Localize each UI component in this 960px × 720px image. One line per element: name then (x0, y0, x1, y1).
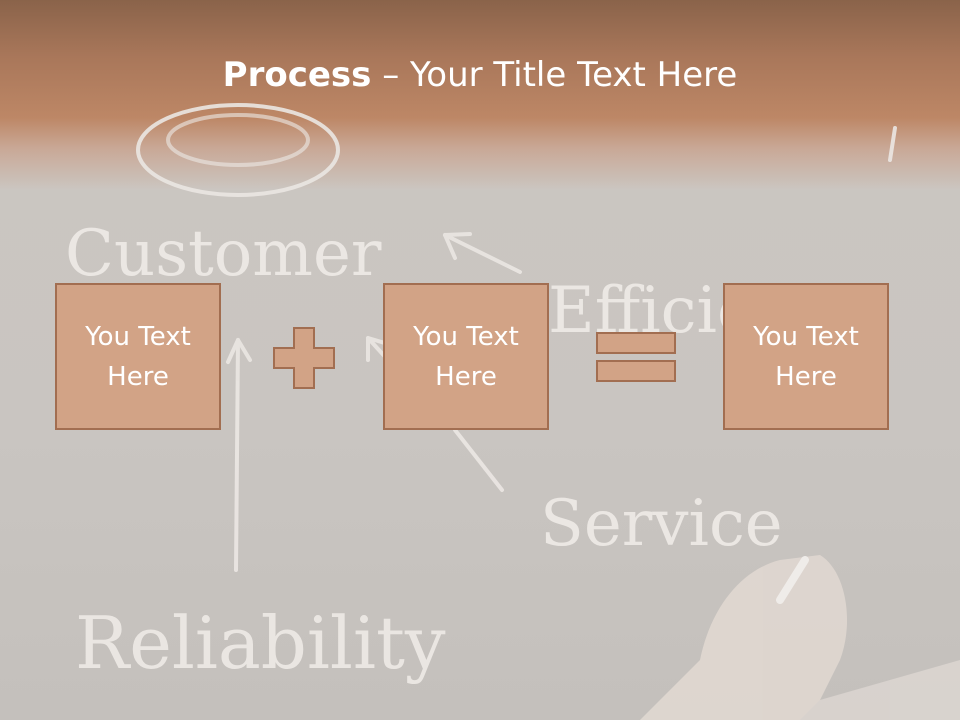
process-box-2-text: You Text Here (413, 321, 519, 392)
process-box-1-text: You Text Here (85, 321, 191, 392)
title-rest: Your Title Text Here (410, 55, 738, 95)
process-box-3-text: You Text Here (753, 321, 859, 392)
plus-icon (273, 327, 335, 389)
word-service: Service (540, 487, 783, 561)
header-band (0, 0, 960, 190)
word-customer: Customer (65, 217, 382, 291)
slide-title: Process – Your Title Text Here (0, 52, 960, 98)
equals-icon (596, 332, 676, 382)
title-bold: Process (222, 55, 372, 95)
chalk-circle (136, 103, 340, 197)
hand-illustration (640, 555, 960, 720)
process-box-2: You Text Here (383, 283, 549, 430)
word-reliability: Reliability (75, 601, 446, 685)
process-box-3: You Text Here (723, 283, 889, 430)
process-box-1: You Text Here (55, 283, 221, 430)
title-dash: – (371, 55, 411, 95)
